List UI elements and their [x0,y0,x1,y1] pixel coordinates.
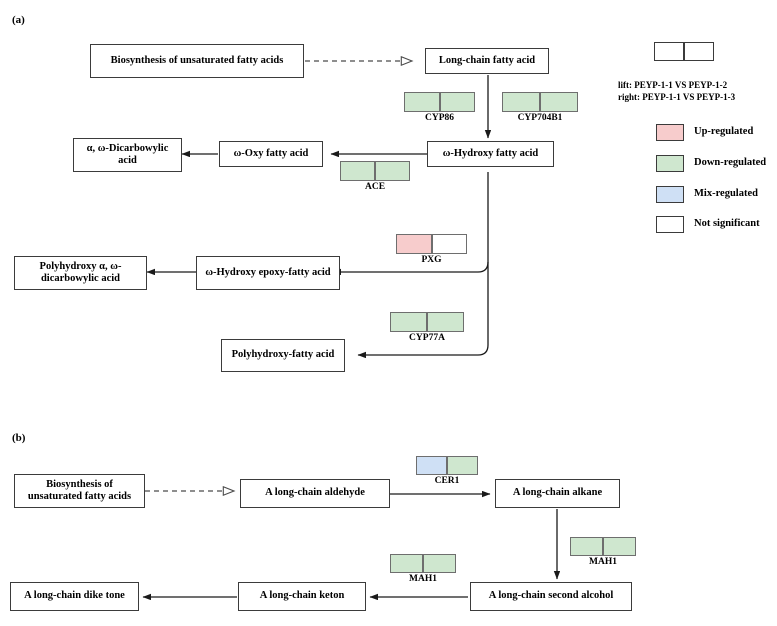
enzyme-pxg: PXG [396,234,467,265]
enzyme-pxg-label: PXG [421,255,442,265]
panel-b-label: (b) [12,432,26,444]
enzyme-cyp704b1: CYP704B1 [502,92,578,123]
legend-label-not-significant: Not significant [694,218,760,229]
node-long-chain-keton: A long-chain keton [238,582,366,611]
legend-swatch-mix-regulated [656,186,684,203]
enzyme-cer1-label: CER1 [434,476,460,486]
node-long-chain-fatty-acid: Long-chain fatty acid [425,48,549,74]
enzyme-cyp86-cell-right [439,92,475,112]
enzyme-cyp86-cell-left [404,92,440,112]
node-polyhydroxy-fatty-acid: Polyhydroxy-fatty acid [221,339,345,372]
enzyme-mah1-left-cell-left [390,554,423,573]
enzyme-mah1-right-label: MAH1 [589,557,617,567]
enzyme-mah1-right-cell-left [570,537,603,556]
legend-note-line1: lift: PEYP-1-1 VS PEYP-1-2 [618,80,728,90]
legend-swatch-down-regulated [656,155,684,172]
panel-a-label: (a) [12,14,25,26]
node-biosynthesis: Biosynthesis of unsaturated fatty acids [90,44,304,78]
legend-sample-box [654,42,714,61]
legend-label-up-regulated: Up-regulated [694,126,754,137]
enzyme-cyp704b1-cell-right [540,92,578,112]
enzyme-cyp86-label: CYP86 [424,113,455,123]
enzyme-mah1-right-cell-right [603,537,636,556]
legend-sample-cell-left [654,42,684,61]
enzyme-cyp704b1-label: CYP704B1 [517,113,563,123]
node-omega-oxy-fatty-acid: ω-Oxy fatty acid [219,141,323,167]
legend-label-down-regulated: Down-regulated [694,157,767,168]
enzyme-cyp77a: CYP77A [390,312,464,343]
edge-omega-hydroxy-to-epoxy-fatty-acid [332,261,489,276]
legend-swatch-not-significant [656,216,684,233]
enzyme-mah1-right: MAH1 [570,537,636,567]
enzyme-mah1-left: MAH1 [390,554,456,584]
enzyme-ace: ACE [340,161,410,192]
enzyme-cyp704b1-cell-left [502,92,540,112]
node-long-chain-dike-tone: A long-chain dike tone [10,582,139,611]
enzyme-ace-cell-left [340,161,375,181]
enzyme-cer1-cell-left [416,456,447,475]
legend-label-mix-regulated: Mix-regulated [694,188,758,199]
node-omega-hydroxy-epoxy-fatty-acid: ω-Hydroxy epoxy-fatty acid [196,256,340,290]
node-dicarbowylic-acid: α, ω-Dicarbowylic acid [73,138,182,172]
legend-sample-cell-right [684,42,714,61]
enzyme-cyp86: CYP86 [404,92,475,123]
node-polyhydroxy-dicarbowylic-acid: Polyhydroxy α, ω-dicarbowylic acid [14,256,147,290]
node-biosynthesis-b: Biosynthesis of unsaturated fatty acids [14,474,145,508]
enzyme-cyp77a-cell-right [427,312,464,332]
node-long-chain-alkane: A long-chain alkane [495,479,620,508]
node-omega-hydroxy-fatty-acid: ω-Hydroxy fatty acid [427,141,554,167]
legend-note-line2: right: PEYP-1-1 VS PEYP-1-3 [618,92,736,102]
node-long-chain-aldehyde: A long-chain aldehyde [240,479,390,508]
legend-swatch-up-regulated [656,124,684,141]
enzyme-mah1-left-cell-right [423,554,456,573]
enzyme-pxg-cell-right [431,234,467,254]
enzyme-cer1: CER1 [416,456,478,486]
enzyme-mah1-left-label: MAH1 [409,574,437,584]
enzyme-ace-label: ACE [364,182,386,192]
enzyme-pxg-cell-left [396,234,432,254]
enzyme-ace-cell-right [375,161,410,181]
enzyme-cyp77a-cell-left [390,312,427,332]
enzyme-cer1-cell-right [447,456,478,475]
node-long-chain-second-alcohol: A long-chain second alcohol [470,582,632,611]
enzyme-cyp77a-label: CYP77A [409,333,445,343]
